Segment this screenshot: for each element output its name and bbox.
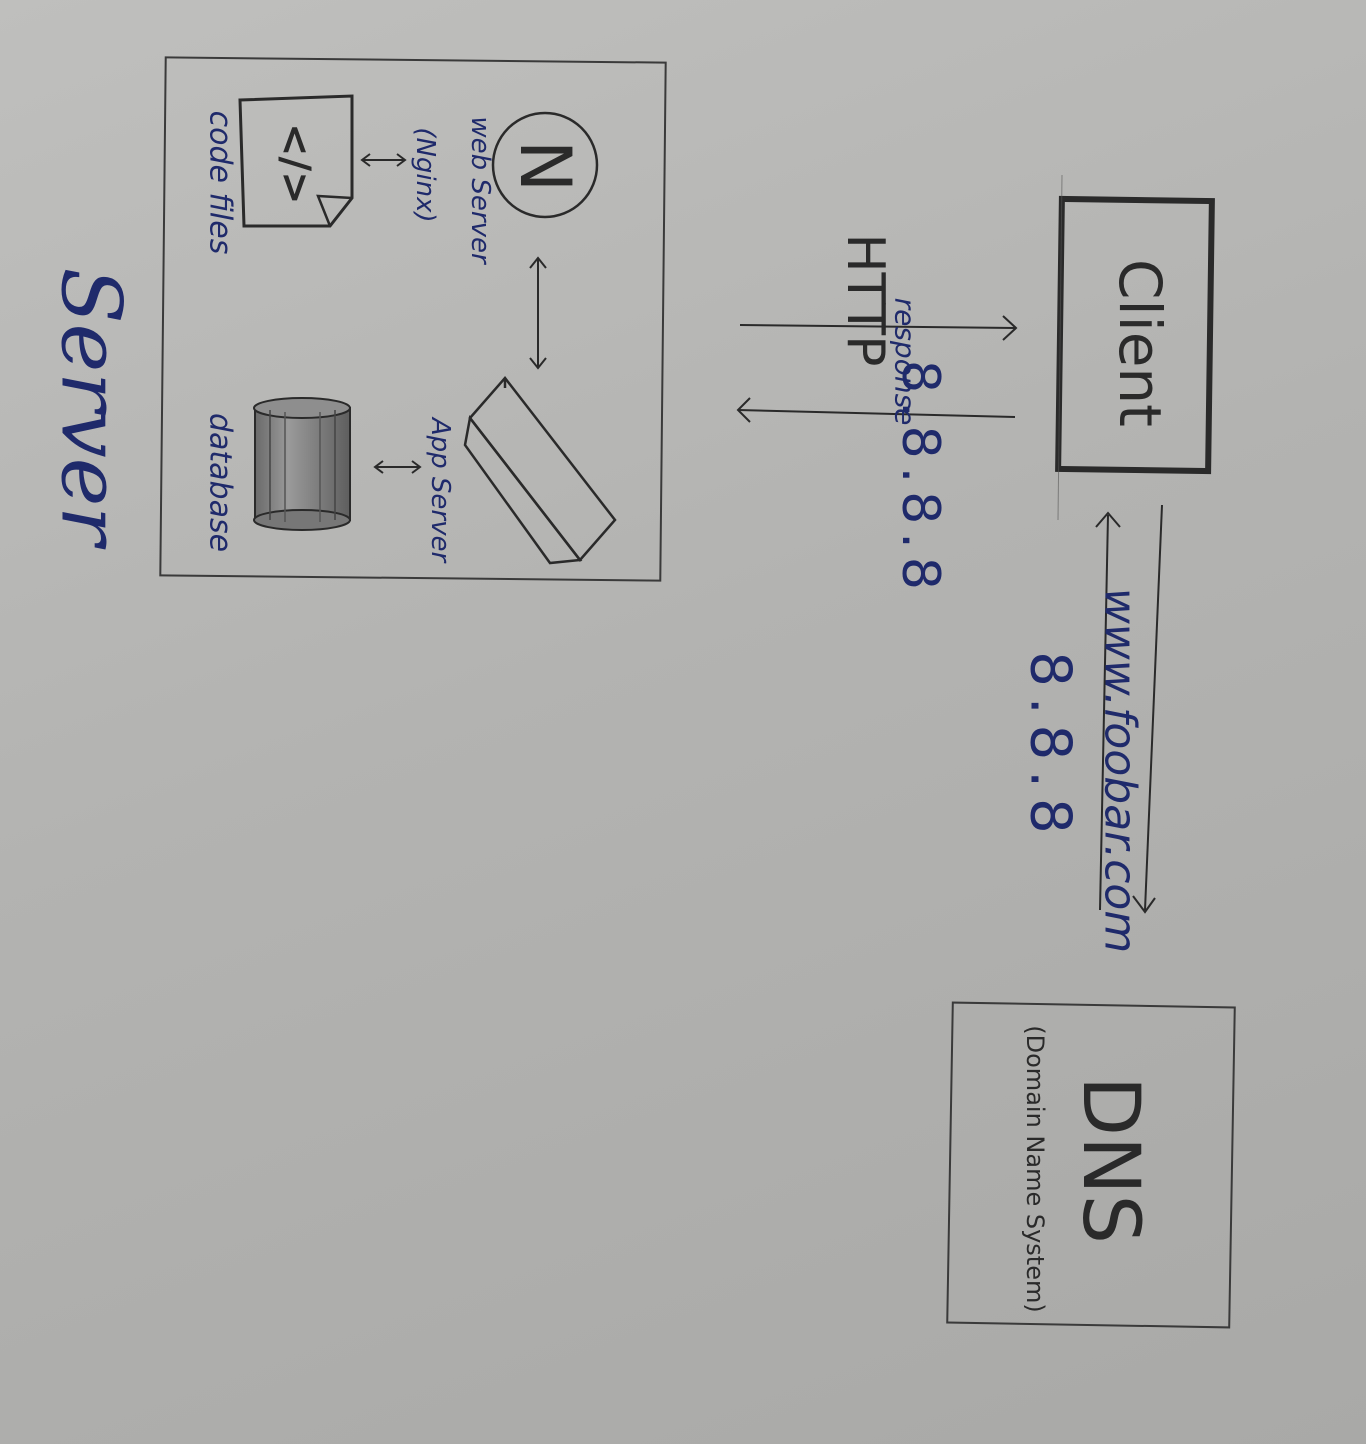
http-request-arrow <box>739 315 1018 341</box>
dns-subtitle: (Domain Name System) <box>1021 1025 1049 1313</box>
dns-title: DNS <box>1065 1076 1155 1244</box>
database-label: database <box>202 412 238 553</box>
app-server-icon <box>463 376 617 565</box>
dns-box <box>946 1001 1236 1329</box>
http-title: HTTP <box>835 233 895 367</box>
client-label: Client <box>1106 259 1174 427</box>
nginx-logo-letter: N <box>504 139 586 193</box>
appserver-database-arrow <box>373 460 422 474</box>
nginx-logo-circle <box>491 111 599 219</box>
dns-answer-label: 8.8.8 <box>1017 651 1083 844</box>
http-response-arrow <box>736 397 1016 423</box>
code-glyph: </> <box>272 123 318 205</box>
webserver-appserver-arrow <box>529 256 547 370</box>
http-request-ip: 8.8.8.8 <box>890 360 950 598</box>
web-server-label: web Server <box>465 116 495 264</box>
dns-query-label: www.foobar.com <box>1094 587 1146 954</box>
webserver-code-arrow <box>360 153 407 167</box>
app-server-label: App Server <box>425 417 455 563</box>
code-files-label: code files <box>202 110 238 255</box>
code-file-icon <box>238 94 354 228</box>
server-title: Server <box>42 267 138 546</box>
dns-query-arrow <box>1132 504 1163 914</box>
database-icon <box>253 397 351 531</box>
server-box <box>159 56 667 582</box>
dns-answer-arrow <box>1095 511 1121 911</box>
web-server-sublabel: (Nginx) <box>410 127 440 223</box>
